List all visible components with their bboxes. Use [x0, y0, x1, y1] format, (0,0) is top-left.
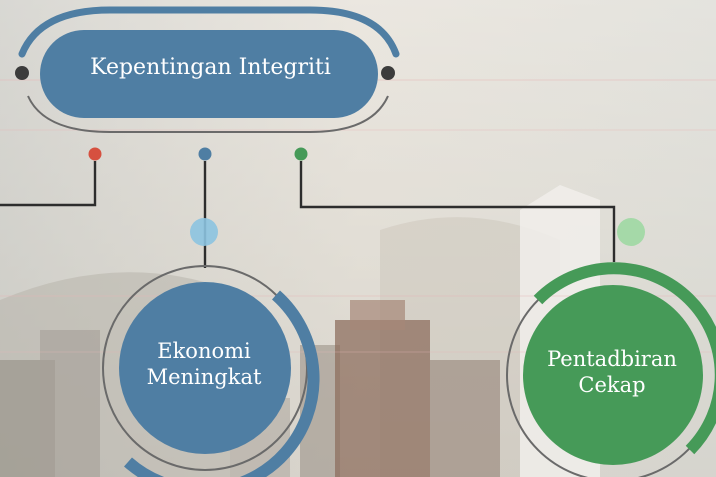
node-ekonomi-line2: Meningkat — [146, 365, 262, 390]
root-pill — [40, 30, 378, 118]
node-ekonomi-label: Ekonomi Meningkat — [112, 338, 296, 391]
node-ekonomi — [102, 265, 320, 477]
connector-line-left — [0, 161, 97, 207]
node-pentadbiran-line2: Cekap — [578, 373, 646, 398]
accent-dot-green — [617, 218, 645, 246]
accent-dot-blue — [190, 218, 218, 246]
connector-dot-green — [294, 147, 308, 161]
connector-line-right — [299, 161, 616, 262]
node-ekonomi-accent-arc — [124, 290, 320, 477]
root-right-dot — [381, 66, 395, 80]
node-ekonomi-outer-ring — [102, 265, 308, 471]
root-left-dot — [15, 66, 29, 80]
root-bottom-arc — [27, 95, 389, 133]
root-node — [15, 6, 400, 133]
node-pentadbiran-circle — [523, 285, 703, 465]
connector-dot-blue — [198, 147, 212, 161]
node-ekonomi-circle — [119, 282, 291, 454]
connector-dot-red — [88, 147, 102, 161]
node-ekonomi-line1: Ekonomi — [157, 339, 251, 363]
node-pentadbiran-line1: Pentadbiran — [547, 347, 677, 371]
node-pentadbiran-label: Pentadbiran Cekap — [524, 346, 700, 399]
root-top-arc — [18, 6, 400, 58]
root-title: Kepentingan Integriti — [90, 55, 331, 80]
